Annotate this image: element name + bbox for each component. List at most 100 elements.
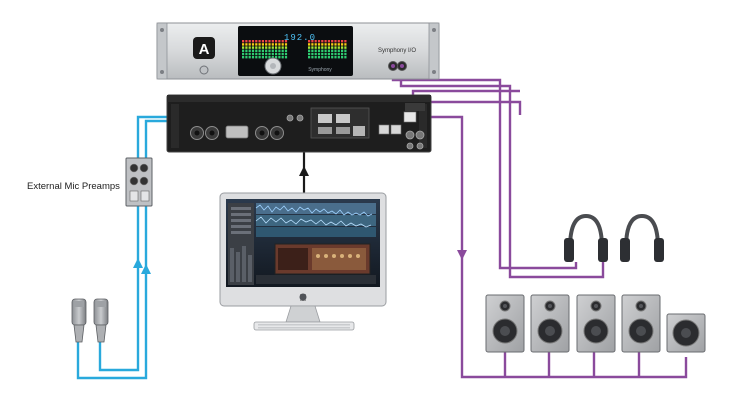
rack-front-unit: A 192.0 Symphony Symphony I/O xyxy=(156,22,440,80)
apple-logo-mark xyxy=(299,293,307,301)
meter-segment xyxy=(331,56,334,59)
meter-segment xyxy=(327,43,330,46)
meter-segment xyxy=(271,46,274,49)
meter-segment xyxy=(344,49,347,52)
microphone-left xyxy=(71,298,87,343)
meter-segment xyxy=(242,52,245,56)
meter-segment xyxy=(251,52,255,56)
meter-segment xyxy=(334,49,337,52)
rack-back-unit xyxy=(166,94,432,153)
microphone-right xyxy=(93,298,109,343)
studio-monitor-speaker xyxy=(485,294,525,353)
headphones-left xyxy=(564,213,608,262)
meter-segment xyxy=(271,56,274,59)
headphone-cable-b xyxy=(399,70,605,279)
meter-segment xyxy=(337,49,340,52)
meter-segment xyxy=(265,56,268,59)
imac-stand xyxy=(285,305,321,323)
meter-segment xyxy=(284,46,288,49)
meter-segment xyxy=(324,43,327,46)
meter-segment xyxy=(341,40,344,43)
meter-segment xyxy=(311,46,314,49)
meter-segment xyxy=(242,40,245,43)
meter-segment xyxy=(268,40,271,43)
meter-segment xyxy=(344,46,347,49)
meter-segment xyxy=(258,52,261,56)
meter-segment xyxy=(308,43,311,46)
meter-segment xyxy=(308,52,311,56)
meter-segment xyxy=(284,56,288,59)
meter-segment xyxy=(281,49,284,52)
meter-segment xyxy=(337,43,340,46)
meter-segment xyxy=(314,40,317,43)
meter-segment xyxy=(314,43,317,46)
meter-segment xyxy=(265,46,268,49)
meter-segment xyxy=(334,56,337,59)
meter-segment xyxy=(248,56,251,59)
headphones-right xyxy=(620,213,664,262)
meter-segment xyxy=(255,46,258,49)
meter-segment xyxy=(314,56,317,59)
meter-segment xyxy=(324,52,327,56)
meter-segment xyxy=(321,52,324,56)
studio-monitor-speaker xyxy=(576,294,616,353)
meter-segment xyxy=(337,40,340,43)
daw-waveforms xyxy=(255,203,376,237)
meter-segment xyxy=(275,52,278,56)
dsub-connector xyxy=(225,125,249,139)
meter-segment xyxy=(245,40,248,43)
meter-segment xyxy=(261,40,264,43)
meter-segment xyxy=(317,43,321,46)
meter-segment xyxy=(275,40,278,43)
meter-segment xyxy=(255,56,258,59)
meter-segment xyxy=(242,49,245,52)
meter-segment xyxy=(245,56,248,59)
meter-segment xyxy=(275,43,278,46)
meter-segment xyxy=(341,46,344,49)
level-meters-right xyxy=(308,40,347,59)
meter-segment xyxy=(265,52,268,56)
meter-segment xyxy=(268,56,271,59)
meter-segment xyxy=(314,52,317,56)
meter-segment xyxy=(334,40,337,43)
meter-segment xyxy=(248,46,251,49)
meter-segment xyxy=(337,56,340,59)
meter-segment xyxy=(265,40,268,43)
meter-segment xyxy=(278,49,281,52)
meter-segment xyxy=(251,43,255,46)
meter-segment xyxy=(242,56,245,59)
meter-segment xyxy=(341,43,344,46)
meter-segment xyxy=(321,49,324,52)
meter-segment xyxy=(275,49,278,52)
meter-segment xyxy=(308,49,311,52)
meter-segment xyxy=(337,46,340,49)
meter-segment xyxy=(268,52,271,56)
meter-segment xyxy=(317,40,321,43)
meter-segment xyxy=(284,40,288,43)
meter-segment xyxy=(281,46,284,49)
meter-segment xyxy=(255,43,258,46)
meter-segment xyxy=(321,56,324,59)
meter-segment xyxy=(334,52,337,56)
meter-segment xyxy=(311,40,314,43)
meter-segment xyxy=(321,40,324,43)
meter-segment xyxy=(265,43,268,46)
meter-segment xyxy=(344,56,347,59)
meter-segment xyxy=(321,43,324,46)
daw-mixer-strips xyxy=(230,246,252,282)
meter-segment xyxy=(331,49,334,52)
meter-segment xyxy=(251,40,255,43)
meter-segment xyxy=(251,49,255,52)
meter-segment xyxy=(311,52,314,56)
meter-segment xyxy=(261,43,264,46)
meter-segment xyxy=(261,46,264,49)
headphone-jacks xyxy=(388,61,407,71)
meter-segment xyxy=(341,52,344,56)
meter-segment xyxy=(334,46,337,49)
meter-segment xyxy=(242,43,245,46)
meter-segment xyxy=(281,52,284,56)
sample-rate-readout: 192.0 xyxy=(284,33,316,43)
meter-segment xyxy=(251,46,255,49)
meter-segment xyxy=(324,49,327,52)
